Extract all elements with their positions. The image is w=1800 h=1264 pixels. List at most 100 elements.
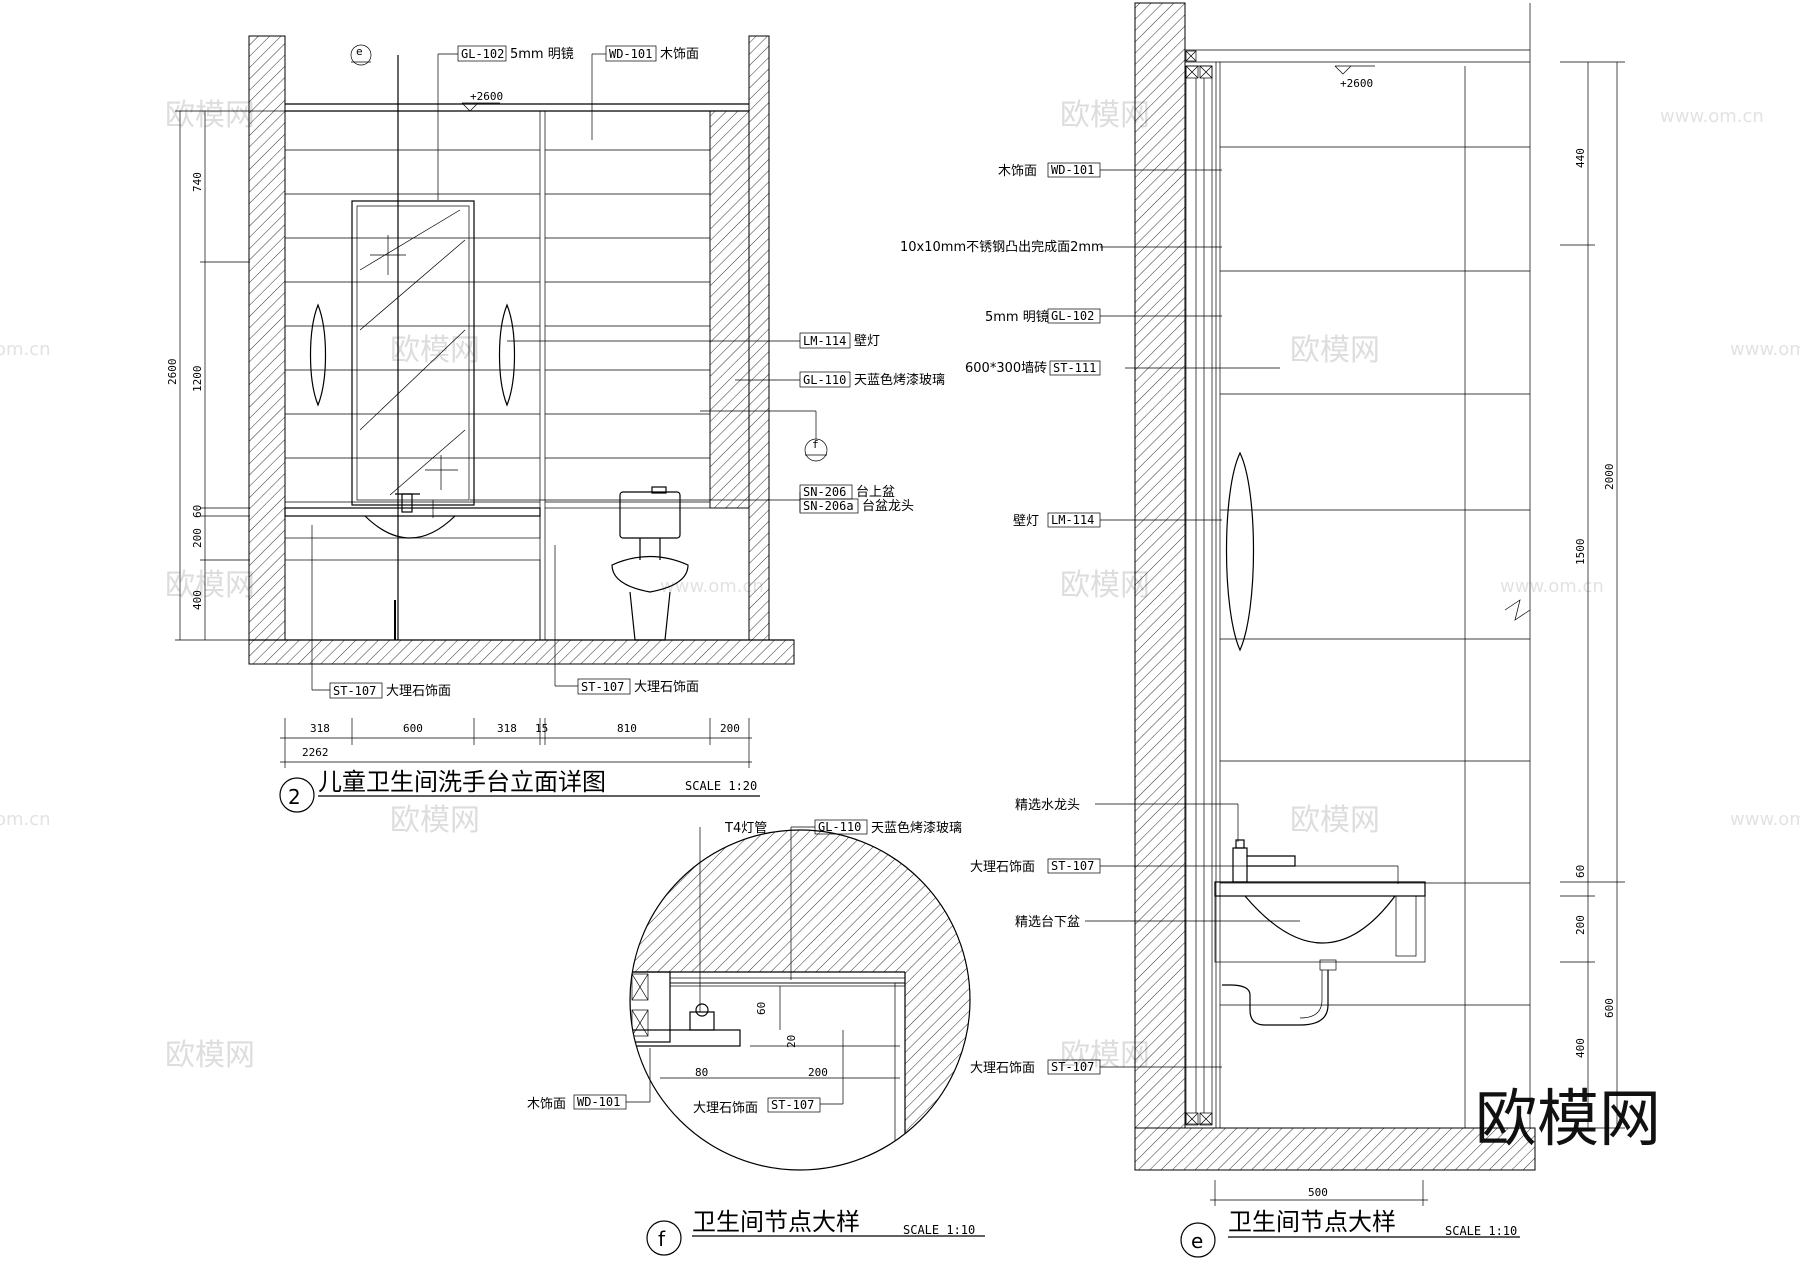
watermark-url: www.om.cn (1730, 339, 1800, 360)
drawing-scale: SCALE 1:20 (685, 779, 757, 793)
dim: 200 (191, 528, 204, 548)
dim: 60 (1574, 865, 1587, 878)
svg-text:台盆龙头: 台盆龙头 (862, 499, 914, 514)
svg-text:600*300墙砖: 600*300墙砖 (965, 361, 1047, 376)
undermount-basin (1244, 895, 1396, 944)
svg-text:ST-107: ST-107 (581, 680, 624, 694)
drawing-scale: SCALE 1:10 (1445, 1224, 1517, 1238)
faucet (1232, 847, 1248, 883)
drawing-title: 卫生间节点大样 (692, 1208, 860, 1236)
callout-e-faucet: 精选水龙头 (1015, 798, 1080, 813)
callout-e-basin: 精选台下盆 (1015, 915, 1080, 930)
dim: 500 (1308, 1186, 1328, 1199)
wall-light-section (1225, 451, 1255, 652)
lamp-label: T4灯管 (724, 821, 767, 836)
watermark-url: om.cn (0, 339, 51, 360)
dim-total-width: 2262 (302, 746, 329, 759)
watermark-url: www.om.cn (1730, 809, 1800, 830)
detail-f-drawing: T4灯管 GL-110 天蓝色烤漆玻璃 木饰面 WD-101 大理石饰面 ST-… (527, 819, 985, 1256)
section-ref: e (356, 45, 363, 58)
watermark-text: 欧模网 (1290, 333, 1380, 368)
svg-text:天蓝色烤漆玻璃: 天蓝色烤漆玻璃 (871, 820, 962, 836)
callout-e-light: 壁灯 LM-114 (1013, 512, 1101, 529)
drawing-title: 儿童卫生间洗手台立面详图 (318, 768, 606, 796)
callout-marble-left: ST-107 大理石饰面 (329, 682, 451, 699)
svg-text:台上盆: 台上盆 (856, 485, 895, 500)
callout-basin: SN-206 台上盆 SN-206a 台盆龙头 (799, 484, 914, 514)
svg-text:壁灯: 壁灯 (1013, 514, 1039, 529)
callout-f-glass: GL-110 天蓝色烤漆玻璃 (814, 819, 962, 836)
drawing-number: 2 (288, 785, 301, 809)
watermark-text: 欧模网 (165, 98, 255, 133)
callout-e-tile: 600*300墙砖 ST-111 (965, 360, 1101, 376)
dim: 318 (310, 722, 330, 735)
dim: 600 (403, 722, 423, 735)
svg-text:SN-206a: SN-206a (803, 499, 854, 513)
svg-text:天蓝色烤漆玻璃: 天蓝色烤漆玻璃 (854, 372, 945, 388)
wall-light-left (309, 303, 327, 407)
callout-f-marble: 大理石饰面 ST-107 (693, 1097, 821, 1116)
watermark-text: 欧模网 (1290, 803, 1380, 838)
drawing-number: f (658, 1227, 666, 1251)
dim: 318 (497, 722, 517, 735)
svg-text:WD-101: WD-101 (1051, 163, 1094, 177)
drawing-number: e (1191, 1229, 1203, 1253)
svg-text:ST-107: ST-107 (1051, 1060, 1094, 1074)
detail-e-drawing: +2600 木饰面 WD-101 10x10mm不锈钢凸出完成面2mm 5mm … (900, 2, 1625, 1258)
svg-text:大理石饰面: 大理石饰面 (386, 684, 451, 699)
dim: 1200 (191, 366, 204, 393)
floor-slab (248, 639, 795, 665)
svg-text:5mm 明镜: 5mm 明镜 (510, 47, 574, 62)
svg-text:LM-114: LM-114 (1051, 513, 1094, 527)
dim: 60 (191, 505, 204, 518)
svg-text:5mm 明镜: 5mm 明镜 (985, 310, 1049, 325)
svg-text:木饰面: 木饰面 (998, 164, 1037, 179)
svg-text:ST-107: ST-107 (771, 1098, 814, 1112)
callout-e-steel: 10x10mm不锈钢凸出完成面2mm (900, 240, 1104, 255)
dim: 15 (535, 722, 548, 735)
callout-marble-right: ST-107 大理石饰面 (577, 678, 699, 695)
watermark-text: 欧模网 (165, 568, 255, 603)
toilet (611, 486, 689, 641)
svg-text:WD-101: WD-101 (609, 47, 652, 61)
svg-text:GL-110: GL-110 (803, 373, 846, 387)
watermark-text: 欧模网 (390, 333, 480, 368)
watermark-url: www.om.cn (660, 576, 764, 597)
left-wall (248, 35, 286, 641)
dim: 20 (785, 1035, 798, 1048)
svg-text:大理石饰面: 大理石饰面 (693, 1101, 758, 1116)
dim: 2000 (1603, 464, 1616, 491)
svg-text:大理石饰面: 大理石饰面 (970, 1061, 1035, 1076)
dim: 200 (1574, 915, 1587, 935)
svg-text:GL-110: GL-110 (818, 820, 861, 834)
svg-text:壁灯: 壁灯 (854, 334, 880, 349)
elevation-drawing: +2600 e f GL-102 5mm 明镜 WD-101 (166, 35, 945, 813)
watermark-url: www.om.cn (1660, 106, 1764, 127)
callout-e-marble-bottom: 大理石饰面 ST-107 (970, 1059, 1101, 1076)
svg-text:大理石饰面: 大理石饰面 (634, 680, 699, 695)
callout-wall-light: LM-114 壁灯 (799, 332, 880, 349)
callout-e-marble-top: 大理石饰面 ST-107 (970, 858, 1101, 875)
dim: 600 (1603, 998, 1616, 1018)
callout-e-mirror: 5mm 明镜 GL-102 (985, 308, 1101, 325)
svg-text:LM-114: LM-114 (803, 334, 846, 348)
svg-text:SN-206: SN-206 (803, 485, 846, 499)
dim: 400 (191, 590, 204, 610)
callout-glass: GL-110 天蓝色烤漆玻璃 (799, 371, 945, 388)
svg-text:大理石饰面: 大理石饰面 (970, 860, 1035, 875)
watermark-text: 欧模网 (165, 1038, 255, 1073)
dim: 400 (1574, 1038, 1587, 1058)
svg-text:GL-102: GL-102 (461, 47, 504, 61)
svg-text:WD-101: WD-101 (577, 1095, 620, 1109)
svg-text:ST-111: ST-111 (1053, 361, 1096, 375)
callout-e-wood: 木饰面 WD-101 (998, 162, 1101, 179)
svg-text:GL-102: GL-102 (1051, 309, 1094, 323)
level-mark: +2600 (1340, 77, 1373, 90)
dim: 200 (808, 1066, 828, 1079)
dim: 1500 (1574, 539, 1587, 566)
dim: 810 (617, 722, 637, 735)
svg-text:木饰面: 木饰面 (527, 1097, 566, 1112)
dim: 740 (191, 172, 204, 192)
callout-f-wood: 木饰面 WD-101 (527, 1094, 627, 1112)
